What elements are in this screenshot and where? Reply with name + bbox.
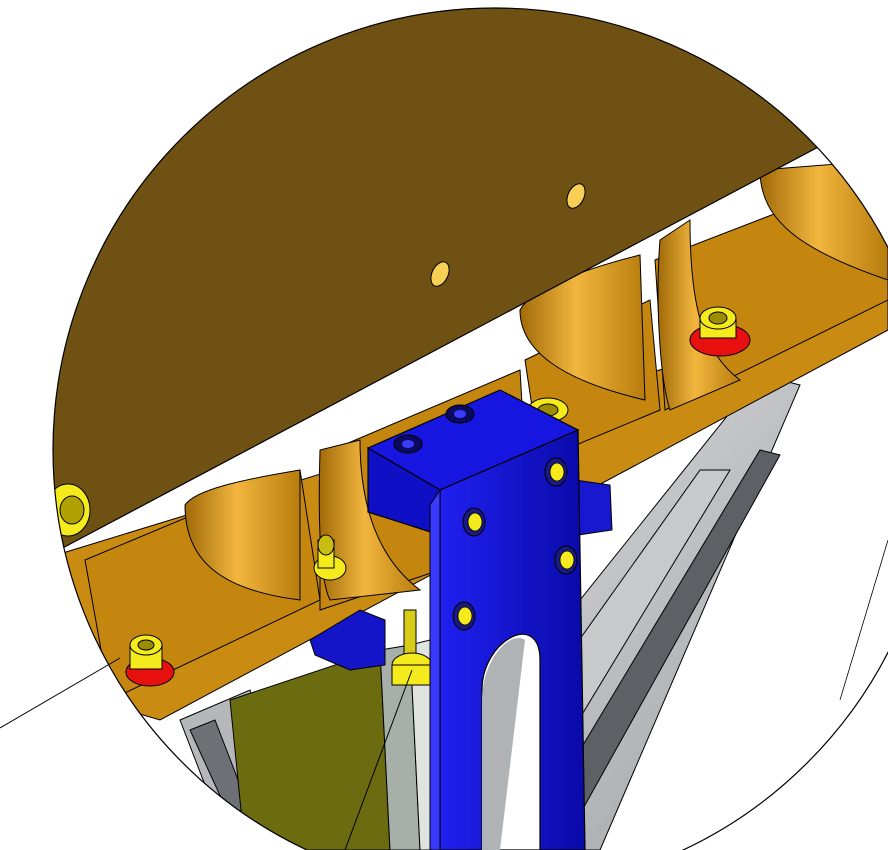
bracket-bevel bbox=[429, 488, 441, 850]
leader-line-right bbox=[839, 539, 888, 701]
bracket-face-screw bbox=[544, 457, 568, 487]
leader-line-bottom bbox=[344, 669, 413, 850]
blue-nut-block bbox=[309, 609, 386, 671]
bracket-face-screw bbox=[462, 507, 486, 537]
leader-lines bbox=[0, 539, 888, 850]
leader-line-left bbox=[0, 657, 121, 729]
socket-screw-cavity bbox=[313, 534, 347, 581]
blue-side-block bbox=[574, 479, 613, 536]
detail-circle-outline bbox=[52, 7, 888, 850]
socket-screw-left-edge bbox=[53, 483, 91, 537]
top-plate bbox=[53, 8, 888, 571]
plate-holes bbox=[430, 183, 586, 287]
socket-screw-red-washer-right bbox=[689, 306, 751, 357]
plate-hole bbox=[430, 261, 450, 287]
long-screw bbox=[391, 609, 433, 686]
bracket-face-screw bbox=[554, 545, 578, 575]
plate-hole bbox=[566, 183, 586, 209]
socket-screw-red-washer-left bbox=[125, 634, 175, 687]
blue-bracket bbox=[366, 389, 586, 850]
bracket-face-screw bbox=[452, 601, 476, 631]
